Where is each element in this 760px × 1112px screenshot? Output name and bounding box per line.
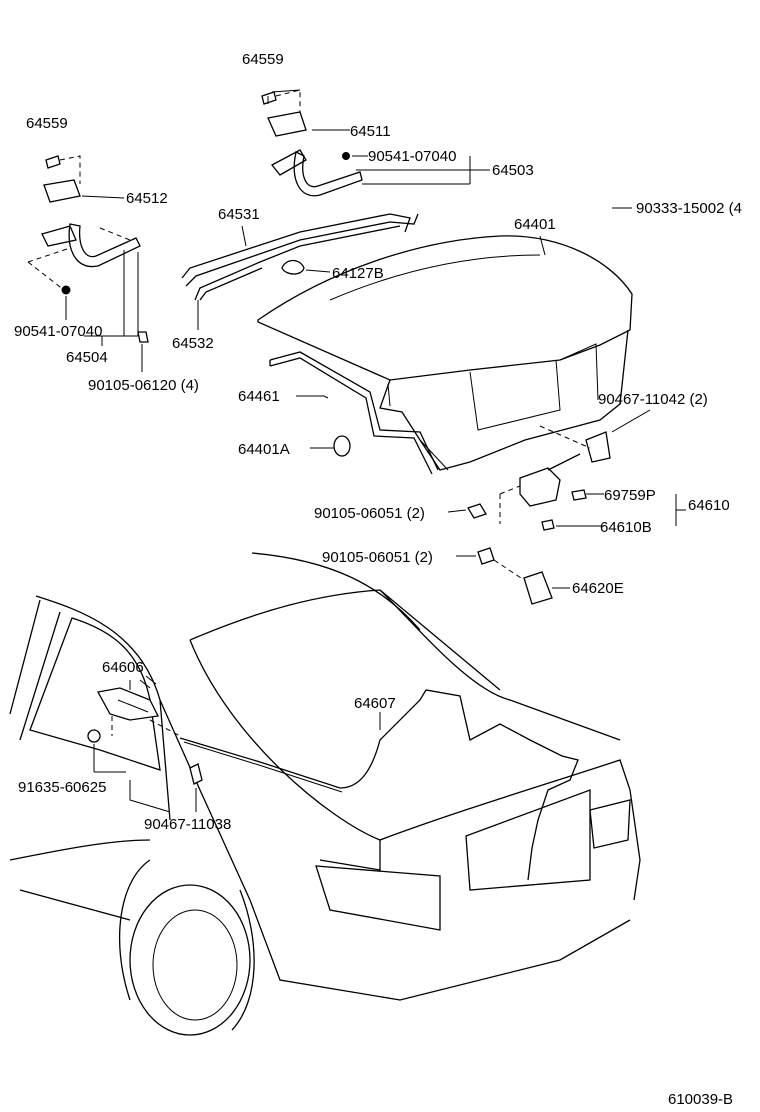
label-90541-07040-left: 90541-07040 <box>14 323 102 340</box>
part-labels: 64559 64511 90541-07040 64503 64559 6451… <box>14 51 742 1108</box>
label-64532: 64532 <box>172 335 214 352</box>
torsion-bars <box>181 213 419 301</box>
label-90467-11038: 90467-11038 <box>144 816 231 833</box>
label-90105-06051-upper: 90105-06051 (2) <box>314 505 425 522</box>
label-64607: 64607 <box>354 695 396 712</box>
label-64606: 64606 <box>102 659 144 676</box>
label-64620e: 64620E <box>572 580 624 597</box>
label-90333-15002: 90333-15002 (4 <box>636 200 742 217</box>
figure-code: 610039-B <box>668 1091 733 1108</box>
label-64610: 64610 <box>688 497 730 514</box>
label-90105-06051-lower: 90105-06051 (2) <box>322 549 433 566</box>
leader-lines <box>65 89 686 813</box>
label-64504: 64504 <box>66 349 108 366</box>
label-64401a: 64401A <box>238 441 290 458</box>
lock-assembly-64610 <box>467 425 611 531</box>
label-64610b: 64610B <box>600 519 652 536</box>
label-64127b: 64127B <box>332 265 384 282</box>
label-90467-11042: 90467-11042 (2) <box>598 391 708 408</box>
grommet-64127b <box>281 259 305 275</box>
label-69759p: 69759P <box>604 487 656 504</box>
opener-lever-64606 <box>87 687 203 785</box>
hinge-64503 <box>261 89 363 197</box>
label-64511: 64511 <box>350 123 391 140</box>
label-90541-07040-right: 90541-07040 <box>368 148 456 165</box>
label-64503: 64503 <box>492 162 534 179</box>
trunk-lid <box>257 235 633 471</box>
cushion-64401a <box>333 435 351 457</box>
striker-64620e <box>477 547 553 605</box>
label-91635-60625: 91635-60625 <box>18 779 106 796</box>
label-90105-06120: 90105-06120 (4) <box>88 377 199 394</box>
label-64531: 64531 <box>218 206 260 223</box>
label-64401: 64401 <box>514 216 556 233</box>
label-64512: 64512 <box>126 190 168 207</box>
label-64559-top: 64559 <box>242 51 284 68</box>
weatherstrip <box>269 351 439 475</box>
car-body <box>9 552 641 1036</box>
label-64559-left: 64559 <box>26 115 68 132</box>
label-64461: 64461 <box>238 388 280 405</box>
hinge-64504 <box>27 155 149 343</box>
opener-cable-64607 <box>179 689 579 881</box>
